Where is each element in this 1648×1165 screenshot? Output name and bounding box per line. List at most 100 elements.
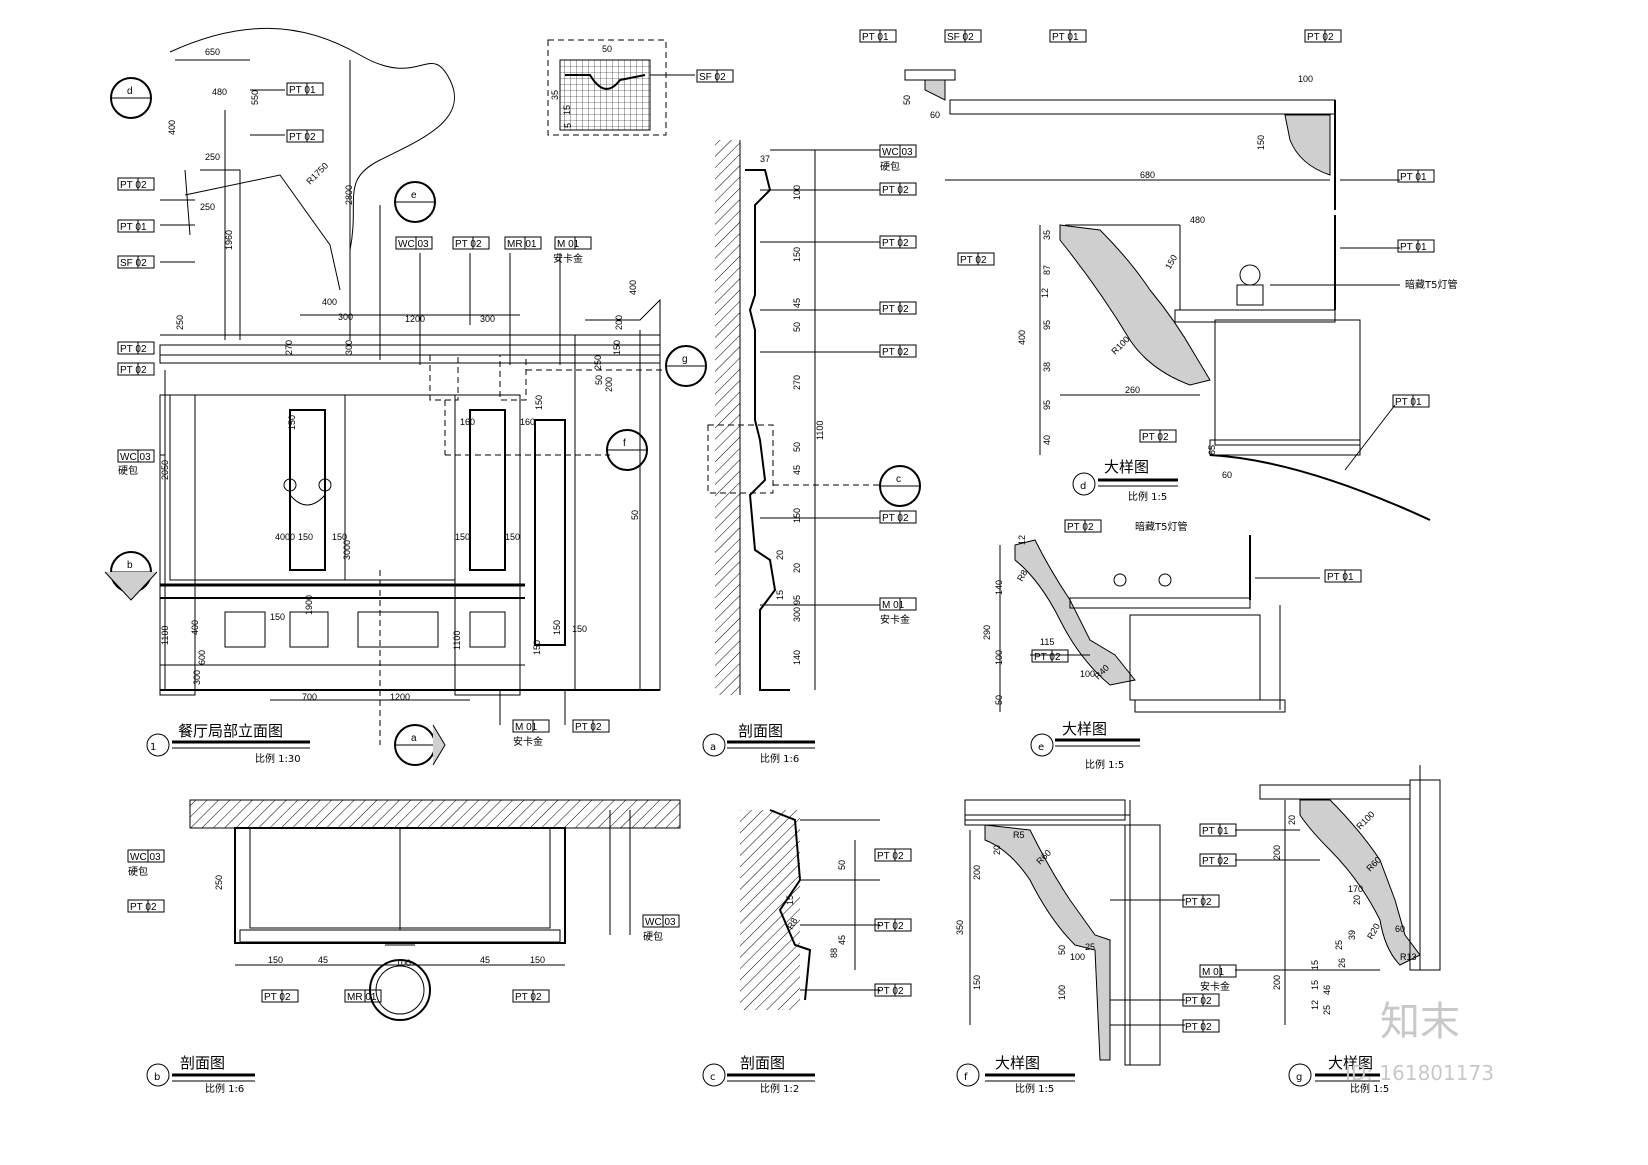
sec_a-title: 剖面图 [738, 722, 783, 740]
material-tag-box [879, 235, 917, 249]
material-tag-box [642, 914, 680, 928]
dim-sf: 5 [563, 123, 573, 128]
material-tag-box [1139, 429, 1177, 443]
dim-elev: 150 [612, 340, 622, 355]
material-tag: PT 02 [882, 513, 909, 524]
material-note: 安卡金 [513, 735, 543, 748]
sec_b-scale: 比例 1:6 [205, 1082, 244, 1095]
dim-det_d: 40 [1042, 435, 1052, 445]
material-tag-box [1392, 394, 1430, 408]
det_d-number: d [1080, 481, 1086, 492]
material-note: 硬包 [880, 160, 900, 173]
sec_c-number: c [710, 1072, 716, 1083]
dim-sec_c: R8 [785, 916, 799, 931]
dim-det_d: 480 [1190, 215, 1205, 225]
dim-det_g: 15 [1310, 980, 1320, 990]
material-tag: MR 01 [347, 992, 377, 1003]
dim-sec_a: 45 [792, 298, 802, 308]
dim-det_f: 350 [955, 920, 965, 935]
dim-elev: 150 [270, 612, 285, 622]
material-tag: PT 01 [1400, 172, 1427, 183]
material-tag-box [696, 69, 734, 83]
dim-sec_a: 50 [792, 322, 802, 332]
material-tag-box [286, 129, 324, 143]
dim-det_d: 60 [1222, 470, 1232, 480]
detail-f [964, 799, 1185, 1066]
dim-det_d: 38 [1042, 362, 1052, 372]
material-tag: PT 02 [1185, 996, 1212, 1007]
material-tag: PT 02 [960, 255, 987, 266]
dim-det_f: 100 [1070, 952, 1085, 962]
dim-det_f: 100 [1057, 985, 1067, 1000]
dim-det_g: 25 [1334, 940, 1344, 950]
dim-sec_c: 15 [785, 895, 795, 905]
dim-det_g: 200 [1272, 975, 1282, 990]
material-note: 安卡金 [880, 613, 910, 626]
material-tag: PT 02 [882, 304, 909, 315]
title-circles [146, 472, 1312, 1087]
dim-det_e: 100 [994, 650, 1004, 665]
material-note: 安卡金 [553, 252, 583, 265]
dim-sec_a: 15 [775, 590, 785, 600]
section-marker-a: a [411, 733, 417, 744]
material-tag-box [1182, 1019, 1220, 1033]
dim-elev: 480 [212, 87, 227, 97]
dim-elev: 1900 [304, 595, 314, 615]
det_d-title: 大样图 [1104, 458, 1149, 476]
dim-det_g: 25 [1322, 1005, 1332, 1015]
material-tag: PT 02 [877, 851, 904, 862]
dim-det_g: 26 [1337, 958, 1347, 968]
dim-sec_a: 1100 [815, 421, 825, 440]
sec_c-title: 剖面图 [740, 1054, 785, 1072]
material-tag-box [554, 236, 592, 250]
dim-det_e: 140 [994, 580, 1004, 595]
dim-det_g: R13 [1400, 952, 1417, 962]
material-tag-box [944, 29, 982, 43]
dim-elev: 2050 [160, 460, 170, 480]
det_e-number: e [1038, 742, 1044, 753]
detail-g [1235, 765, 1441, 1025]
material-tag-box [117, 449, 155, 463]
material-tag-box [1064, 519, 1102, 533]
material-tag-box [261, 989, 299, 1003]
dim-sec_b: 45 [480, 955, 490, 965]
material-tag-box [874, 983, 912, 997]
material-tag-box [344, 989, 382, 1003]
sec_b-title: 剖面图 [180, 1054, 225, 1072]
dim-elev: 200 [614, 315, 624, 330]
detail-e [999, 535, 1320, 713]
dim-sec_a: 20 [792, 563, 802, 573]
dim-det_f: 200 [972, 865, 982, 880]
section-marker-b: b [127, 560, 133, 571]
dim-elev: 160 [520, 417, 535, 427]
material-tag: PT 02 [120, 180, 147, 191]
material-tag-box [879, 144, 917, 158]
dim-det_d_top: 680 [1140, 170, 1155, 180]
material-tag: PT 01 [1327, 572, 1354, 583]
section-marker-c: c [896, 474, 901, 485]
material-tag-box [1182, 894, 1220, 908]
material-tag-box [512, 989, 550, 1003]
dim-elev: 400 [167, 120, 177, 135]
material-tag: WC 03 [398, 239, 429, 250]
dim-det_f: 150 [972, 975, 982, 990]
dim-elev: 150 [298, 532, 313, 542]
light-tube-icon [1113, 573, 1172, 587]
light-tube-icon [1236, 264, 1264, 306]
material-tag: PT 01 [289, 85, 316, 96]
dim-elev: 300 [338, 312, 353, 322]
material-tag-box [1199, 853, 1237, 867]
dim-det_g: 46 [1322, 985, 1332, 995]
material-tag-box [879, 182, 917, 196]
elev1-scale: 比例 1:30 [255, 752, 301, 765]
section-marker-e: e [411, 190, 417, 201]
det_e-title: 大样图 [1062, 720, 1107, 738]
section-b [189, 799, 681, 1021]
material-tag: PT 02 [515, 992, 542, 1003]
dim-det_d: 12 [1040, 288, 1050, 298]
material-tag-box [127, 849, 165, 863]
dim-elev: 4000 [275, 532, 295, 542]
dim-sec_a: 50 [792, 442, 802, 452]
dim-det_d: 35 [1042, 230, 1052, 240]
dim-sec_a: 300 [792, 607, 802, 622]
